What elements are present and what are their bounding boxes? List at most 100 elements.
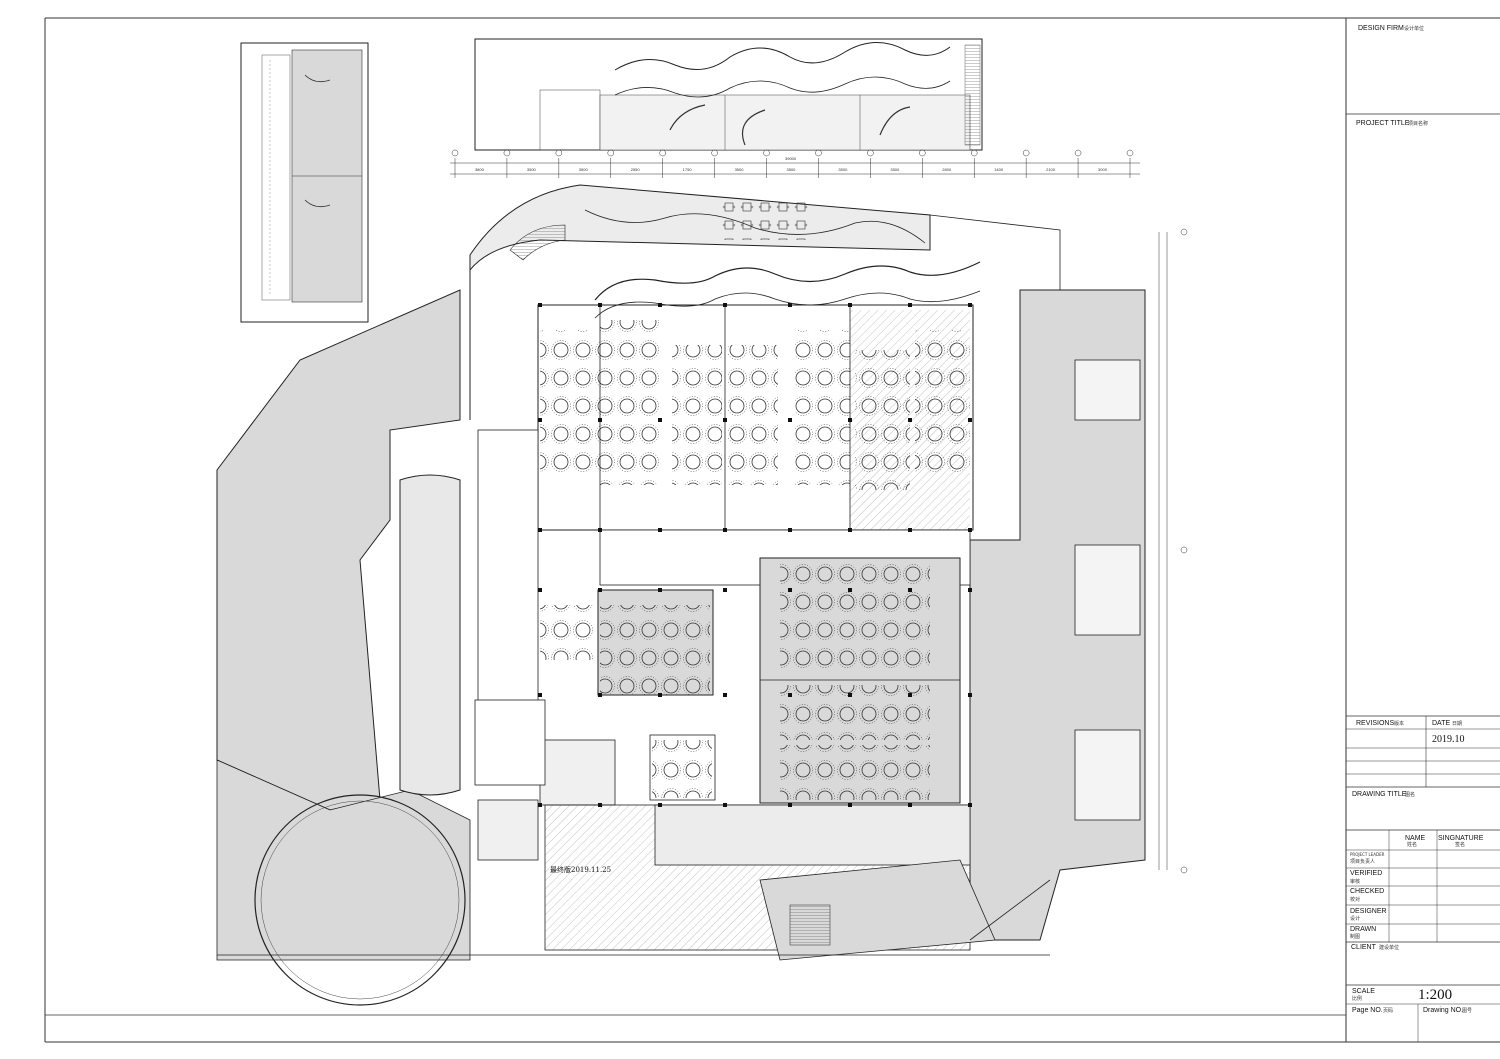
structural-column: [788, 303, 792, 307]
project-title-label-cn: 项目名称: [1408, 120, 1428, 127]
signature-column-label: SINGNATURE: [1438, 835, 1484, 842]
drawing-title-label-cn: 图名: [1405, 791, 1415, 798]
grid-axis-bubble: [815, 149, 822, 157]
title-block: DESIGN FIRM 设计单位 PROJECT TITLE 项目名称 REVI…: [1345, 18, 1500, 1042]
structural-column: [598, 803, 602, 807]
design-firm-label-cn: 设计单位: [1404, 25, 1424, 32]
structural-column: [723, 303, 727, 307]
role-designer: DESIGNER: [1350, 908, 1387, 915]
role-project-leader: PROJECT LEADER: [1350, 852, 1385, 857]
structural-column: [723, 418, 727, 422]
upper-floor-inset: [474, 38, 983, 151]
structural-column: [848, 418, 852, 422]
structural-column: [658, 693, 662, 697]
structural-column: [848, 303, 852, 307]
structural-column: [908, 588, 912, 592]
right-dimension-string: [1158, 228, 1188, 874]
page-no-label-cn: 页码: [1383, 1007, 1393, 1014]
structural-column: [788, 418, 792, 422]
structural-column: [908, 803, 912, 807]
structural-column: [538, 303, 542, 307]
structural-column: [598, 588, 602, 592]
grid-axis-bubble: [607, 149, 615, 157]
client-label: CLIENT: [1351, 944, 1377, 951]
structural-column: [538, 693, 542, 697]
page-no-label: Page NO.: [1352, 1007, 1383, 1014]
structural-column: [788, 588, 792, 592]
role-verified: VERIFIED: [1350, 870, 1382, 877]
structural-column: [598, 528, 602, 532]
dimension-label: 3500: [787, 167, 797, 172]
dimension-label: 3800: [475, 167, 485, 172]
structural-column: [658, 588, 662, 592]
structural-column: [658, 303, 662, 307]
revisions-label: REVISIONS: [1356, 720, 1394, 727]
name-column-label-cn: 姓名: [1407, 841, 1417, 848]
structural-column: [968, 588, 972, 592]
grid-axis-bubble: [919, 149, 926, 157]
date-label-cn: 日期: [1452, 721, 1462, 727]
revision-stamp: 最终版2019.11.25: [550, 865, 611, 874]
role-project-leader-cn: 项目负责人: [1350, 858, 1375, 865]
scale-label-cn: 比例: [1352, 995, 1362, 1002]
structural-column: [538, 588, 542, 592]
structural-column: [598, 418, 602, 422]
structural-column: [723, 693, 727, 697]
scale-value: 1:200: [1418, 987, 1452, 1003]
structural-column: [908, 693, 912, 697]
drawing-no-label: Drawing NO.: [1423, 1007, 1463, 1014]
structural-column: [968, 303, 972, 307]
project-title-label: PROJECT TITLE: [1356, 120, 1410, 127]
structural-column: [968, 693, 972, 697]
top-dimension-total: 39000: [785, 156, 797, 161]
design-firm-label: DESIGN FIRM: [1358, 25, 1404, 32]
structural-column: [788, 693, 792, 697]
structural-column: [848, 693, 852, 697]
role-designer-cn: 设计: [1350, 915, 1360, 922]
wavy-facade: [594, 261, 981, 301]
structural-column: [968, 528, 972, 532]
grid-axis-bubble: [763, 149, 770, 157]
structural-column: [908, 303, 912, 307]
role-drawn-cn: 制图: [1350, 933, 1360, 940]
grid-axis-bubble: [711, 149, 718, 157]
drawing-title-label: DRAWING TITLE: [1352, 791, 1407, 798]
dimension-label: 3500: [838, 167, 848, 172]
structural-column: [908, 418, 912, 422]
long-atrium: [399, 474, 461, 796]
structural-column: [538, 528, 542, 532]
role-drawn: DRAWN: [1350, 926, 1376, 933]
scale-label: SCALE: [1352, 988, 1375, 995]
grid-axis-bubble: [1074, 149, 1082, 157]
main-floor-plan: 最终版2019.11.25: [216, 184, 1146, 1006]
date-label: DATE: [1432, 720, 1450, 727]
structural-column: [723, 588, 727, 592]
dimension-label: 3500: [527, 167, 537, 172]
grid-axis-bubble: [659, 149, 666, 157]
date-value: 2019.10: [1432, 734, 1465, 745]
structural-column: [538, 418, 542, 422]
structural-column: [788, 528, 792, 532]
dimension-label: 1750: [683, 167, 693, 172]
role-checked: CHECKED: [1350, 888, 1384, 895]
structural-column: [723, 528, 727, 532]
name-column-label: NAME: [1405, 835, 1426, 842]
north-curved-band: [469, 184, 931, 272]
structural-column: [968, 803, 972, 807]
structural-column: [968, 418, 972, 422]
grid-axis-bubble: [1126, 149, 1134, 157]
role-verified-cn: 审核: [1350, 878, 1360, 885]
structural-column: [723, 803, 727, 807]
role-checked-cn: 校对: [1350, 896, 1360, 903]
structural-column: [598, 303, 602, 307]
drawing-no-label-cn: 图号: [1462, 1008, 1472, 1014]
grid-axis-bubble: [555, 149, 563, 157]
structural-column: [658, 803, 662, 807]
structural-column: [848, 803, 852, 807]
dimension-label: 3000: [1098, 167, 1108, 172]
key-plan-inset: [240, 42, 369, 323]
rotunda: [254, 794, 466, 1006]
grid-axis-bubble: [503, 149, 511, 157]
structural-column: [788, 803, 792, 807]
